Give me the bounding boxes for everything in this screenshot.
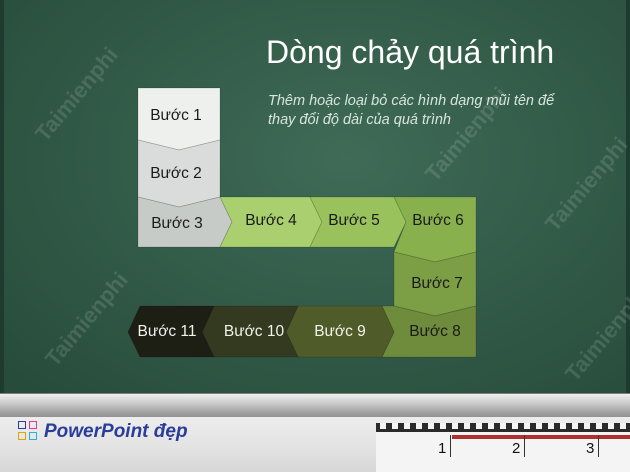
ruler-number: 2 — [512, 440, 521, 457]
ruler-mark — [450, 435, 451, 457]
process-step[interactable]: Bước 5 — [309, 196, 407, 248]
process-step[interactable]: Bước 9 — [285, 305, 395, 358]
ruler-tick — [548, 423, 554, 429]
ruler-tick — [572, 423, 578, 429]
ruler-tick — [500, 423, 506, 429]
slide-subtitle[interactable]: Thêm hoặc loại bỏ các hình dạng mũi tên … — [268, 93, 555, 128]
step-label: Bước 3 — [151, 215, 203, 232]
ruler-tick — [584, 423, 590, 429]
step-label: Bước 6 — [412, 212, 464, 229]
step-arrow-shape[interactable] — [127, 305, 215, 358]
ruler-tick — [596, 423, 602, 429]
ruler-tick — [380, 423, 386, 429]
step-label: Bước 4 — [245, 212, 297, 229]
ruler-tick — [620, 423, 626, 429]
slide-title[interactable]: Dòng chảy quá trình — [266, 34, 555, 70]
board-frame-right — [626, 0, 630, 395]
ruler-tick — [440, 423, 446, 429]
process-flow-diagram: Bước 1 Bước 2 Bước 3 Bước 4 Bước 5 Bước 6 Bước… — [127, 87, 477, 358]
ruler-mark — [598, 435, 599, 457]
ruler: 1 2 3 — [376, 423, 630, 472]
ruler-tick — [416, 423, 422, 429]
ruler-tick — [452, 423, 458, 429]
step-label: Bước 10 — [224, 323, 285, 340]
process-step[interactable]: Bước 10 — [201, 305, 299, 358]
ruler-number: 1 — [438, 440, 447, 457]
process-step[interactable]: Bước 2 — [137, 139, 221, 208]
board-frame-left — [0, 0, 4, 395]
ruler-tick — [488, 423, 494, 429]
process-step[interactable]: Bước 11 — [127, 305, 215, 358]
process-step[interactable]: Bước 4 — [219, 196, 323, 248]
ruler-tick — [524, 423, 530, 429]
step-label: Bước 7 — [411, 275, 463, 292]
ruler-tick — [476, 423, 482, 429]
ruler-tick — [428, 423, 434, 429]
step-label: Bước 5 — [328, 212, 380, 229]
ruler-tick — [512, 423, 518, 429]
windows-logo-icon — [18, 421, 40, 443]
step-label: Bước 8 — [409, 323, 461, 340]
chalk-tray — [0, 393, 630, 418]
step-label: Bước 1 — [150, 107, 202, 124]
ruler-tick — [608, 423, 614, 429]
process-step[interactable]: Bước 6 — [393, 196, 477, 263]
ruler-tick — [392, 423, 398, 429]
logo-text: PowerPoint đẹp — [44, 421, 188, 442]
ruler-highlight — [452, 435, 630, 439]
ruler-mark — [524, 435, 525, 457]
step-arrow-shape[interactable] — [393, 196, 477, 263]
ruler-tick — [464, 423, 470, 429]
step-label: Bước 9 — [314, 323, 366, 340]
ruler-tick — [404, 423, 410, 429]
ruler-tick — [536, 423, 542, 429]
brand-logo: PowerPoint đẹp — [18, 420, 188, 444]
ruler-number: 3 — [586, 440, 595, 457]
process-step[interactable]: Bước 1 — [137, 87, 221, 151]
process-step[interactable]: Bước 7 — [393, 251, 477, 317]
step-label: Bước 2 — [150, 165, 202, 182]
step-label: Bước 11 — [137, 323, 196, 340]
ruler-tick — [560, 423, 566, 429]
